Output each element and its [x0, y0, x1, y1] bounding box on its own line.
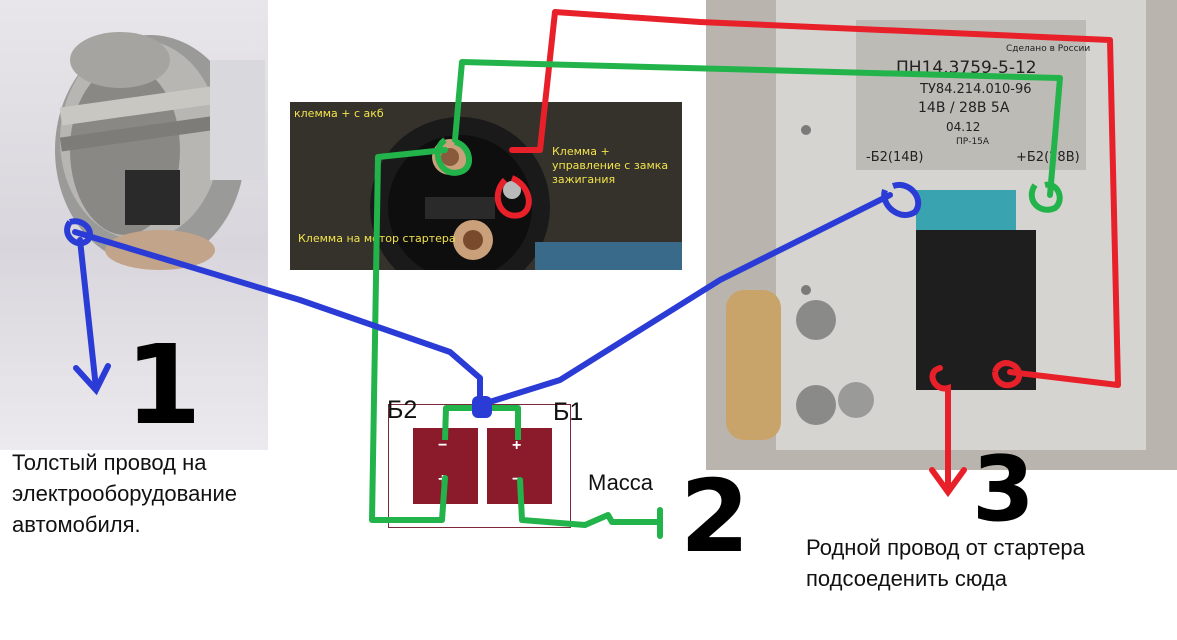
green-wire-ground [517, 477, 663, 539]
solenoid-label-control-1: Клемма + [552, 145, 610, 158]
red-loop-solenoid [494, 175, 532, 219]
blue-loop-alternator [64, 218, 93, 247]
regulator-term-b2-14: -Б2(14В) [866, 150, 924, 165]
regulator-made-in: Сделано в России [1006, 44, 1091, 54]
battery-b2-minus: − [438, 437, 448, 454]
alternator-illustration [55, 32, 265, 270]
note-1-line-1: Толстый провод на [12, 450, 207, 475]
blue-junction-node [472, 396, 492, 418]
green-wire-b2-minus [369, 147, 448, 523]
regulator-term-b2-28: +Б2(28В) [1016, 150, 1080, 165]
regulator-voltage: 14В / 28В 5А [918, 100, 1010, 116]
regulator-spec: ТУ84.214.010-96 [920, 82, 1032, 97]
blue-wire-down-1 [77, 237, 99, 391]
note-1-line-2: электрооборудование [12, 481, 237, 506]
red-wire-ignition [509, 9, 1121, 388]
ground-label: Масса [588, 470, 654, 495]
solenoid-illustration [290, 102, 682, 270]
red-arrow-head-3 [929, 467, 967, 498]
battery-b1-label: Б1 [553, 398, 584, 426]
solenoid-label-control-3: зажигания [552, 173, 616, 186]
regulator-code: ПР-15А [956, 137, 990, 147]
green-loop-regulator [1028, 181, 1063, 213]
solenoid-label-control-2: управление с замка [552, 159, 669, 172]
solenoid-label-plus-battery: клемма + с акб [294, 107, 384, 120]
note-3-line-2: подсоеденить сюда [806, 566, 1007, 591]
regulator-date: 04.12 [946, 120, 981, 134]
green-wire-main [452, 59, 1063, 198]
battery-b1-minus: − [512, 471, 522, 488]
marker-3: 3 [972, 437, 1035, 542]
blue-arrow-head-1 [73, 363, 111, 396]
red-loop-regulator [992, 360, 1023, 389]
marker-1: 1 [125, 321, 202, 449]
note-1: Толстый провод на электрооборудование ав… [12, 447, 237, 540]
solenoid-photo: клемма + с акб Клемма + управление с зам… [290, 102, 682, 270]
battery-b1-plus: + [512, 437, 522, 454]
marker-2: 2 [680, 458, 750, 575]
red-wire-starter-3 [929, 365, 951, 491]
blue-wire-main [72, 192, 893, 408]
green-loop-solenoid [434, 137, 472, 176]
note-3-line-1: Родной провод от стартера [806, 535, 1085, 560]
note-3: Родной провод от стартера подсоеденить с… [806, 532, 1085, 594]
note-1-line-3: автомобиля. [12, 512, 141, 537]
blue-loop-regulator [881, 181, 922, 218]
battery-b2-label: Б2 [387, 396, 418, 424]
alternator-photo [0, 0, 268, 450]
